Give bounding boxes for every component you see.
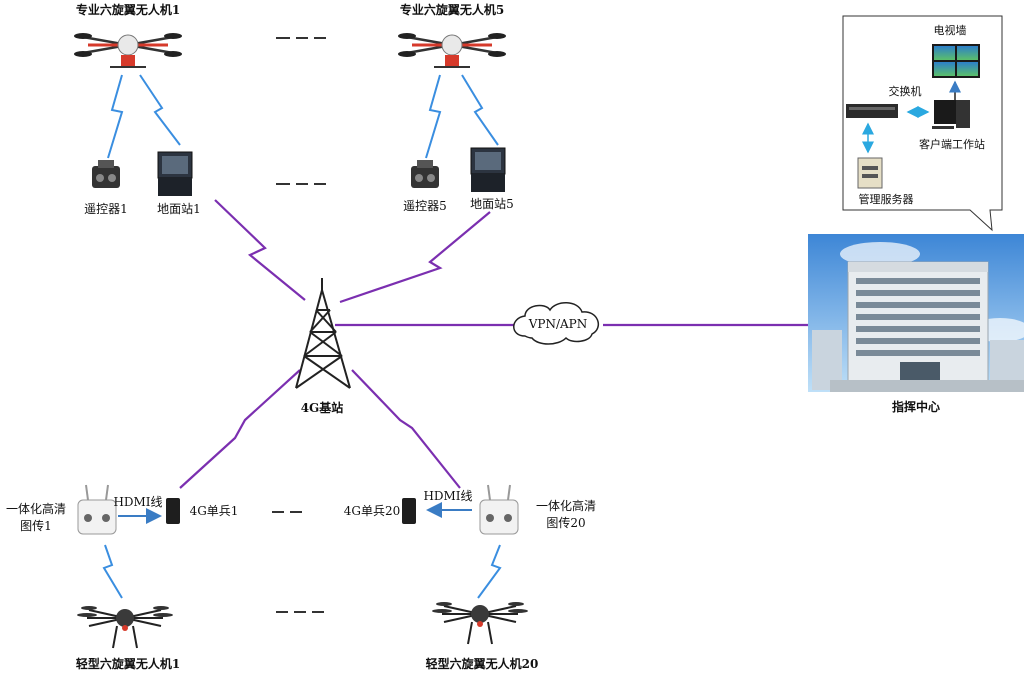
soldier-20-device-icon xyxy=(402,498,416,524)
switch-icon xyxy=(846,104,898,118)
purple-links xyxy=(179,199,808,489)
ground-station-1-label: 地面站1 xyxy=(157,202,201,216)
soldier-1-label: 4G单兵1 xyxy=(190,504,239,518)
pro-drone-1-label: 专业六旋翼无人机1 xyxy=(76,2,180,17)
base-station-label: 4G基站 xyxy=(301,400,344,415)
command-center-label: 指挥中心 xyxy=(892,399,940,414)
link-hd20-drone20 xyxy=(477,544,502,599)
link-ground1-tower xyxy=(214,199,306,301)
soldier-20-label: 4G单兵20 xyxy=(344,504,401,518)
link-hd1-drone1 xyxy=(102,544,123,599)
soldier-1-device-icon xyxy=(166,498,180,524)
remote-controller-5-icon xyxy=(411,160,439,188)
cell-tower-icon xyxy=(295,278,351,389)
ground-station-1-icon xyxy=(157,151,193,196)
server-icon xyxy=(857,157,883,189)
hd-link-20-label-line1: 一体化高清 xyxy=(536,498,596,513)
link-drone5-station5 xyxy=(461,74,499,146)
hd-link-1-label-line2: 图传1 xyxy=(20,518,52,533)
light-drone-20-label: 轻型六旋翼无人机20 xyxy=(426,656,539,671)
remote-controller-1-icon xyxy=(92,160,120,188)
link-drone1-remote1 xyxy=(107,74,124,159)
tv-wall-icon xyxy=(932,44,980,78)
cloud-icon xyxy=(513,302,600,345)
hd-link-1-label-line1: 一体化高清 xyxy=(6,501,66,516)
cloud-label: VPN/APN xyxy=(528,317,588,331)
pro-drone-5 xyxy=(398,33,506,68)
ground-station-5-label: 地面站5 xyxy=(470,197,514,211)
light-drone-20 xyxy=(432,602,528,645)
remote-controller-1-label: 遥控器1 xyxy=(84,202,128,216)
hd-link-20-icon xyxy=(479,484,519,535)
light-drone-1-label: 轻型六旋翼无人机1 xyxy=(76,656,180,671)
tv-wall-label: 电视墙 xyxy=(934,23,967,37)
switch-label: 交换机 xyxy=(889,84,922,98)
hd-link-1-icon xyxy=(77,484,117,535)
link-tower-soldier20 xyxy=(351,369,461,489)
hdmi-cable-20-label: HDMI线 xyxy=(423,489,472,503)
link-drone1-station1 xyxy=(139,74,181,146)
workstation-label: 客户端工作站 xyxy=(919,137,985,151)
workstation-icon xyxy=(932,100,970,129)
command-center-building-image xyxy=(808,234,1024,392)
remote-controller-5-label: 遥控器5 xyxy=(403,199,447,213)
link-drone5-remote5 xyxy=(425,74,442,159)
pro-drone-1 xyxy=(74,33,182,68)
blue-links xyxy=(102,74,502,599)
light-drone-1 xyxy=(77,606,173,649)
link-ground5-tower xyxy=(339,211,491,304)
pro-drone-5-label: 专业六旋翼无人机5 xyxy=(400,2,504,17)
hd-link-20-label-line2: 图传20 xyxy=(546,515,585,530)
ground-station-5-icon xyxy=(470,147,506,192)
hdmi-cable-1-label: HDMI线 xyxy=(113,495,162,509)
link-tower-soldier1 xyxy=(179,369,301,489)
server-label: 管理服务器 xyxy=(859,192,914,206)
